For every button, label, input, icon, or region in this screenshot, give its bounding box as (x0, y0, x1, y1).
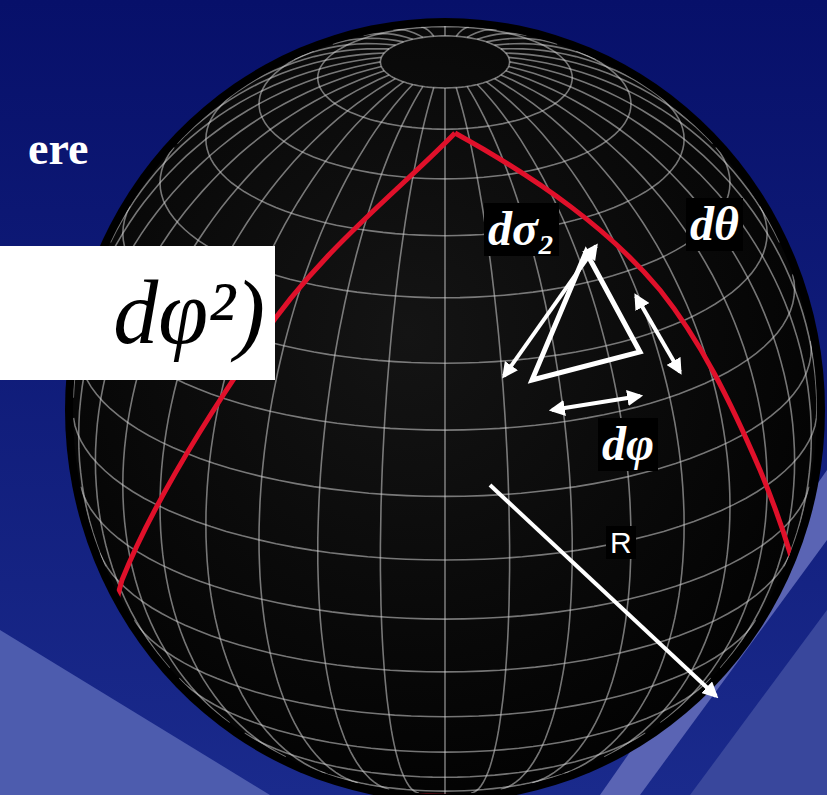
grid-line (160, 79, 396, 757)
grid-line (456, 88, 509, 793)
radius-line (490, 485, 716, 696)
dimension-arrow (636, 296, 680, 372)
dimension-arrow (504, 246, 596, 376)
grid-line (123, 75, 389, 723)
grid-line (206, 82, 404, 774)
grid-line (487, 38, 558, 44)
grid-line (456, 27, 469, 36)
grid-line (501, 49, 652, 91)
grid-line (509, 66, 812, 566)
grid-line (79, 66, 382, 566)
red-curve (115, 133, 620, 795)
grid-line (477, 33, 526, 39)
grid-line (380, 36, 509, 88)
angle-label: dθ (686, 198, 743, 251)
red-curve (455, 133, 810, 640)
grid-line (467, 86, 572, 789)
formula-text: dφ²) (113, 268, 265, 358)
grid-line (506, 71, 795, 668)
grid-line (110, 57, 381, 242)
grid-line (444, 26, 446, 36)
grid-line (73, 62, 380, 398)
grid-line (487, 82, 685, 774)
radius-label: R (606, 526, 636, 559)
grid-line (259, 85, 413, 784)
grid-line (506, 53, 713, 144)
dimension-arrow (552, 396, 640, 410)
angle-label: dφ (598, 418, 658, 471)
grid-line (495, 44, 597, 60)
grid-line (177, 53, 384, 144)
grid-line (444, 88, 446, 794)
title-fragment: ere (28, 124, 88, 175)
sphere-rim (65, 18, 825, 795)
grid-line (421, 27, 434, 36)
grid-line (318, 86, 423, 789)
side-label: dσ₂ (484, 203, 559, 256)
formula-box: dφ²) (0, 246, 275, 380)
grid-line (393, 29, 423, 37)
grid-line (467, 29, 497, 37)
